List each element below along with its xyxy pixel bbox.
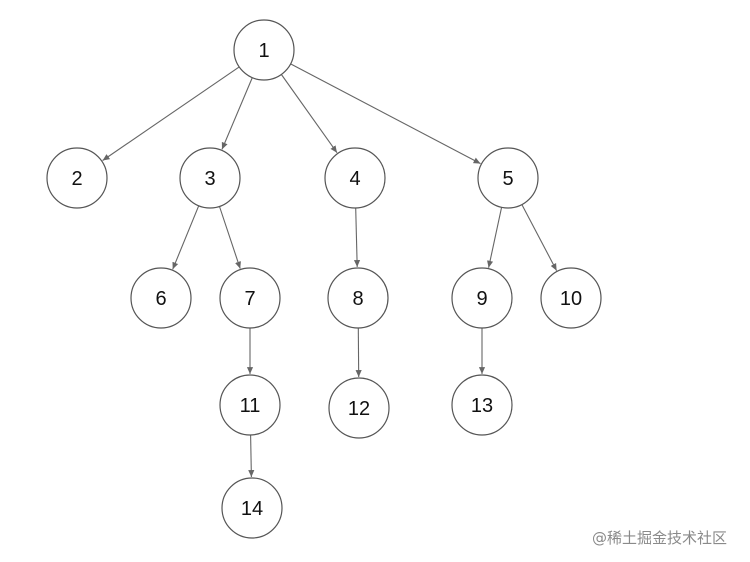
node-label-13: 13: [471, 395, 493, 417]
edge-1-to-3: [221, 77, 253, 150]
edge-11-to-14: [248, 434, 255, 478]
node-circle-11: [219, 374, 281, 436]
edges-layer: [102, 63, 558, 478]
tree-node-5: 5: [477, 147, 539, 209]
edge-5-to-9: [487, 207, 503, 268]
tree-node-9: 9: [451, 267, 513, 329]
edge-1-to-2: [102, 66, 240, 161]
node-label-3: 3: [204, 168, 215, 190]
node-label-4: 4: [349, 168, 360, 190]
node-circle-4: [324, 147, 386, 209]
node-label-12: 12: [348, 398, 370, 420]
node-circle-13: [451, 374, 513, 436]
node-circle-6: [130, 267, 192, 329]
node-circle-14: [221, 477, 283, 539]
tree-node-8: 8: [327, 267, 389, 329]
tree-node-14: 14: [221, 477, 283, 539]
edge-1-to-5: [290, 63, 481, 165]
edge-1-to-4: [280, 74, 338, 154]
node-circle-1: [233, 19, 295, 81]
tree-node-4: 4: [324, 147, 386, 209]
node-label-7: 7: [244, 288, 255, 310]
edge-3-to-6: [172, 205, 200, 270]
node-label-11: 11: [240, 395, 261, 417]
watermark-text: @稀土掘金技术社区: [592, 529, 728, 547]
node-label-6: 6: [155, 288, 166, 310]
node-circle-7: [219, 267, 281, 329]
node-circle-9: [451, 267, 513, 329]
node-circle-2: [46, 147, 108, 209]
tree-node-12: 12: [328, 377, 390, 439]
node-label-2: 2: [71, 168, 82, 190]
tree-node-2: 2: [46, 147, 108, 209]
tree-node-7: 7: [219, 267, 281, 329]
node-label-1: 1: [258, 40, 269, 62]
node-circle-3: [179, 147, 241, 209]
node-circle-12: [328, 377, 390, 439]
node-label-10: 10: [560, 288, 582, 310]
tree-node-6: 6: [130, 267, 192, 329]
node-label-5: 5: [502, 168, 513, 190]
tree-node-11: 11: [219, 374, 281, 436]
node-label-9: 9: [476, 288, 487, 310]
tree-node-13: 13: [451, 374, 513, 436]
tree-node-10: 10: [540, 267, 602, 329]
edge-3-to-7: [218, 206, 241, 269]
tree-node-3: 3: [179, 147, 241, 209]
edge-5-to-10: [521, 204, 558, 271]
tree-node-1: 1: [233, 19, 295, 81]
node-circle-10: [540, 267, 602, 329]
node-circle-5: [477, 147, 539, 209]
node-circle-8: [327, 267, 389, 329]
node-label-14: 14: [241, 498, 263, 520]
node-label-8: 8: [352, 288, 363, 310]
edge-4-to-8: [353, 207, 361, 268]
